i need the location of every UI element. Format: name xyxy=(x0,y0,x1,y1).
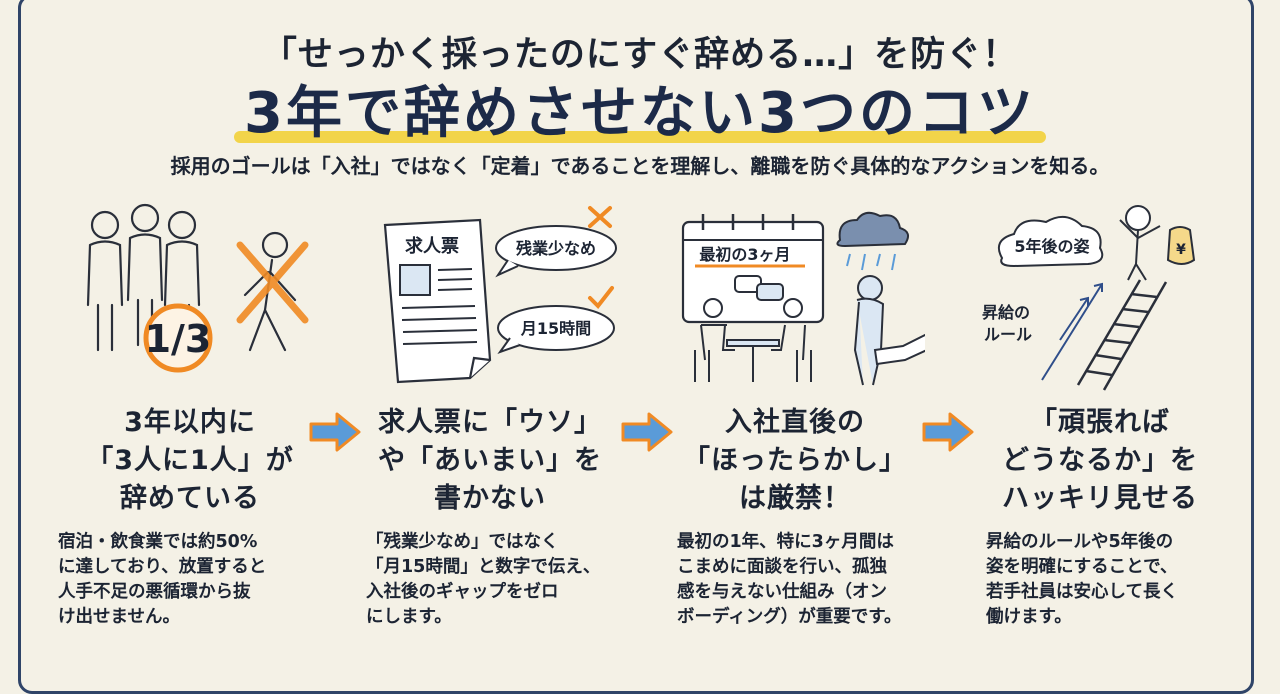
title-top: 「せっかく採ったのにすぐ辞める…」を防ぐ！ xyxy=(261,35,1019,75)
bubble-good-label: 月15時間 xyxy=(520,319,591,338)
doc-label: 求人票 xyxy=(405,235,459,257)
career-ladder-icon: 5年後の姿 ¥ 昇給の ルール xyxy=(970,200,1230,400)
ladder-label-1: 昇給の xyxy=(982,303,1030,322)
arrow-right-icon xyxy=(621,412,673,452)
tip-body-1: 宿泊・飲食業では約50% に達しており、放置すると 人手不足の悪循環から抜 け出… xyxy=(58,532,267,627)
page-subtitle: 採用のゴールは「入社」ではなく「定着」であることを理解し、離職を防ぐ具体的なアク… xyxy=(170,154,1110,178)
arrow-right-icon xyxy=(922,412,974,452)
tip-column-3: 最初の3ヶ月 入社直後の 「ほったらかし」 は厳禁！ 最初の1年、特に3ヶ月間は… xyxy=(665,200,925,630)
ladder-label-2: ルール xyxy=(984,325,1032,344)
cloud-label: 5年後の姿 xyxy=(1014,237,1089,256)
fraction-label: 1/3 xyxy=(145,317,212,361)
svg-text:¥: ¥ xyxy=(1176,242,1186,258)
tip-heading-2: 求人票に「ウソ」 や「あいまい」を 書かない xyxy=(378,407,602,514)
meeting-calendar-icon: 最初の3ヶ月 xyxy=(665,200,925,400)
tip-body-4: 昇給のルールや5年後の 姿を明確にすることで、 若手社員は安心して長く 働けます… xyxy=(986,532,1178,627)
tip-heading-3: 入社直後の 「ほったらかし」 は厳禁！ xyxy=(683,407,907,514)
tip-body-2: 「残業少なめ」ではなく 「月15時間」と数字で伝え、 入社後のギャップをゼロ に… xyxy=(366,532,601,627)
tip-column-1: 1/3 3年以内に 「3人に1人」が 辞めている 宿泊・飲食業では約50% に達… xyxy=(58,200,320,630)
tip-column-4: 5年後の姿 ¥ 昇給の ルール 「頑張れば どうなるか」を ハッキリ見せる 昇給… xyxy=(970,200,1230,630)
job-posting-icon: 求人票 残業少なめ 月15時間 xyxy=(360,200,620,400)
tip-heading-4: 「頑張れば どうなるか」を ハッキリ見せる xyxy=(1002,407,1198,514)
calendar-label: 最初の3ヶ月 xyxy=(699,245,790,264)
arrow-right-icon xyxy=(309,412,361,452)
bubble-bad-label: 残業少なめ xyxy=(516,239,596,258)
tip-body-3: 最初の1年、特に3ヶ月間は こまめに面談を行い、孤独 感を与えない仕組み（オン … xyxy=(677,532,902,627)
people-leaving-icon: 1/3 xyxy=(60,200,320,400)
title-main-wrap: 3年で辞めさせない3つのコツ xyxy=(0,68,1280,149)
tip-column-2: 求人票 残業少なめ 月15時間 求人票に「ウソ」 や「あいまい」を 書かない 「… xyxy=(360,200,620,630)
tip-heading-1: 3年以内に 「3人に1人」が 辞めている xyxy=(86,407,294,514)
page-title: 3年で辞めさせない3つのコツ xyxy=(234,68,1046,149)
